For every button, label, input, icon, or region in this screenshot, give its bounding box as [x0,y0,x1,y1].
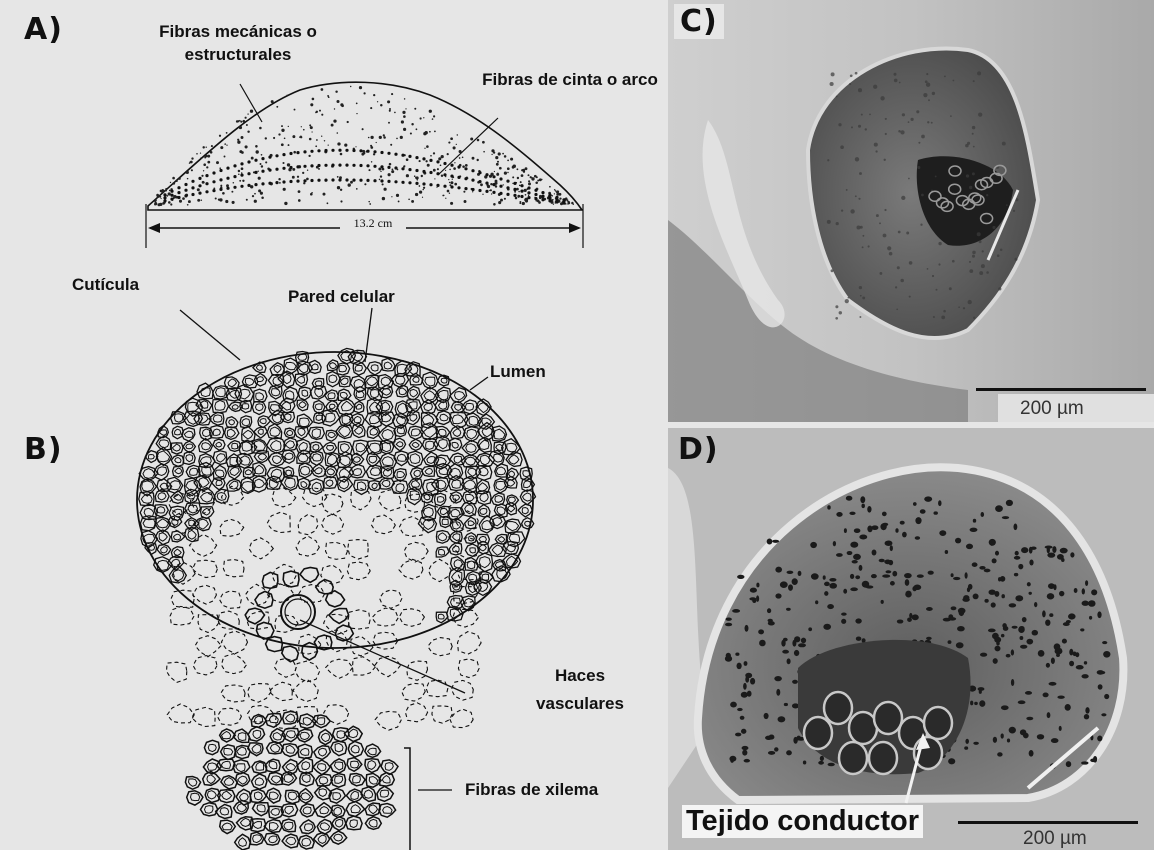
leader-fibras-cinta [438,118,498,175]
fiber-bundle-drawing [0,250,660,850]
leaf-cross-section-drawing: 13.2 cm [0,0,660,260]
xylem-cells [185,711,398,850]
label-tejido-conductor: Tejido conductor [682,805,923,838]
leader-lumen [470,377,488,390]
leader-haces [300,620,465,693]
sem-photo-c: 200 µm [668,0,1154,422]
scale-label-d: 200 µm [1023,828,1087,850]
sclerenchyma-cells [137,348,536,648]
panel-c-letter: C) [674,4,724,39]
parenchyma-cells [167,486,483,730]
xilema-bracket [404,748,410,850]
fiber-dots [154,86,574,207]
scale-bar-d [958,821,1138,824]
sem-photo-d: 200 µm [668,428,1154,850]
scale-label-c: 200 µm [1020,398,1084,420]
measure-label: 13.2 cm [354,216,393,230]
leader-cuticula [180,310,240,360]
panel-d-letter: D) [678,432,719,467]
scale-bar-c [976,388,1146,391]
leader-fibras-mecanicas [240,84,262,122]
